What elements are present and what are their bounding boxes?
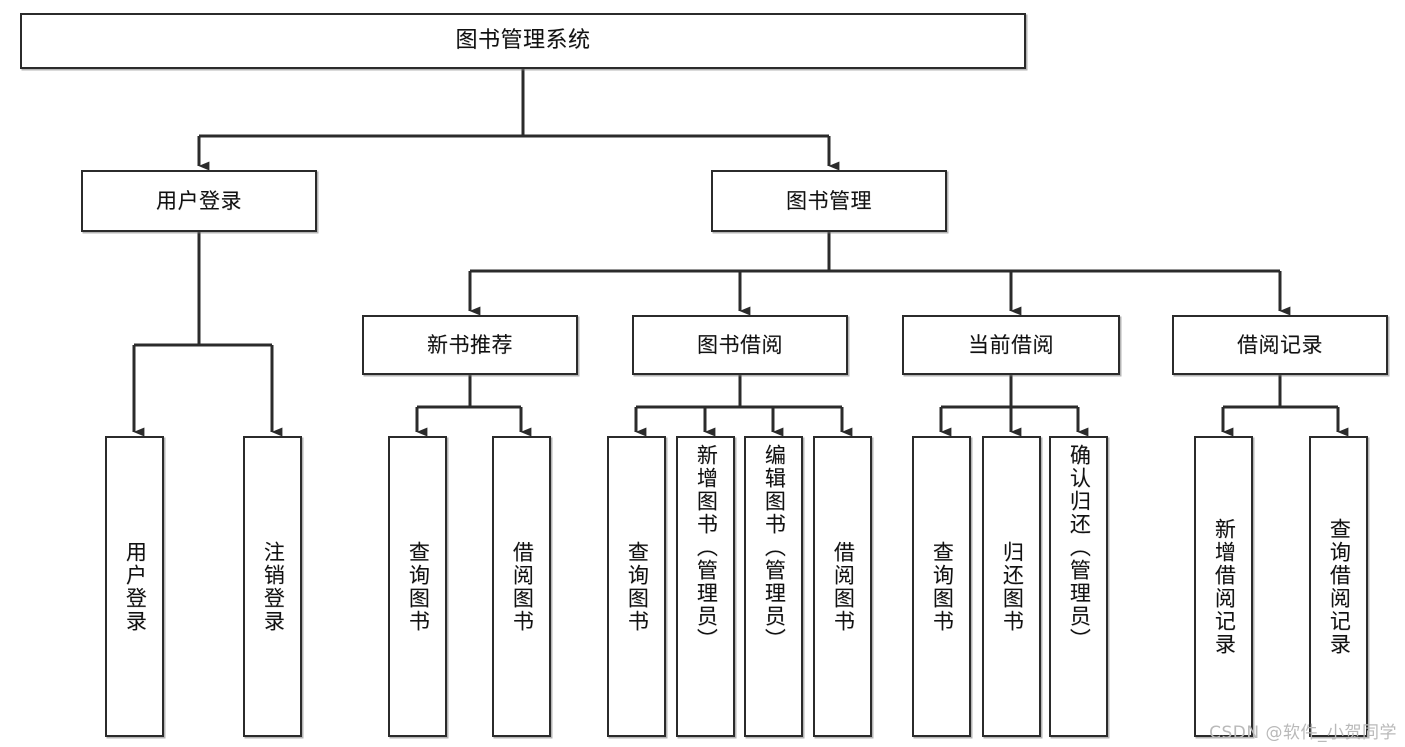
leaf-borrow-book-recommend[interactable]: 借阅图书 — [492, 436, 551, 737]
node-label: 归还图书 — [1000, 540, 1025, 633]
node-book-management[interactable]: 图书管理 — [711, 170, 947, 232]
node-label: 新书推荐 — [427, 332, 513, 357]
leaf-query-book-current[interactable]: 查询图书 — [912, 436, 971, 737]
node-label: 查询图书 — [930, 540, 955, 633]
node-borrow-record[interactable]: 借阅记录 — [1172, 315, 1388, 375]
node-label: 图书管理系统 — [455, 28, 591, 54]
node-label: 新增图书（管理员） — [694, 444, 719, 651]
node-label: 用户登录 — [123, 540, 148, 633]
leaf-confirm-return-admin[interactable]: 确认归还（管理员） — [1049, 436, 1108, 737]
node-label: 查询借阅记录 — [1327, 517, 1352, 656]
node-label: 借阅图书 — [510, 540, 535, 633]
leaf-query-book-recommend[interactable]: 查询图书 — [388, 436, 447, 737]
leaf-add-book-admin[interactable]: 新增图书（管理员） — [676, 436, 735, 737]
node-user-login[interactable]: 用户登录 — [81, 170, 317, 232]
leaf-return-book[interactable]: 归还图书 — [982, 436, 1041, 737]
leaf-query-borrow-record[interactable]: 查询借阅记录 — [1309, 436, 1368, 737]
node-label: 新增借阅记录 — [1212, 517, 1237, 656]
node-label: 借阅图书 — [831, 540, 856, 633]
leaf-user-login[interactable]: 用户登录 — [105, 436, 164, 737]
node-label: 查询图书 — [625, 540, 650, 633]
node-label: 查询图书 — [406, 540, 431, 633]
node-label: 编辑图书（管理员） — [762, 444, 787, 651]
leaf-edit-book-admin[interactable]: 编辑图书（管理员） — [744, 436, 803, 737]
node-current-borrow[interactable]: 当前借阅 — [902, 315, 1120, 375]
node-label: 当前借阅 — [968, 332, 1054, 357]
leaf-borrow-book[interactable]: 借阅图书 — [813, 436, 872, 737]
csdn-watermark: CSDN @软件_小贺同学 — [1209, 723, 1397, 743]
leaf-user-logout[interactable]: 注销登录 — [243, 436, 302, 737]
leaf-query-book-borrow[interactable]: 查询图书 — [607, 436, 666, 737]
node-label: 图书借阅 — [697, 332, 783, 357]
node-label: 图书管理 — [786, 188, 872, 213]
node-label: 注销登录 — [261, 540, 286, 633]
node-label: 借阅记录 — [1237, 332, 1323, 357]
node-root-book-management-system[interactable]: 图书管理系统 — [20, 13, 1026, 69]
node-label: 用户登录 — [156, 188, 242, 213]
node-new-book-recommend[interactable]: 新书推荐 — [362, 315, 578, 375]
leaf-add-borrow-record[interactable]: 新增借阅记录 — [1194, 436, 1253, 737]
node-book-borrow[interactable]: 图书借阅 — [632, 315, 848, 375]
node-label: 确认归还（管理员） — [1067, 444, 1092, 651]
